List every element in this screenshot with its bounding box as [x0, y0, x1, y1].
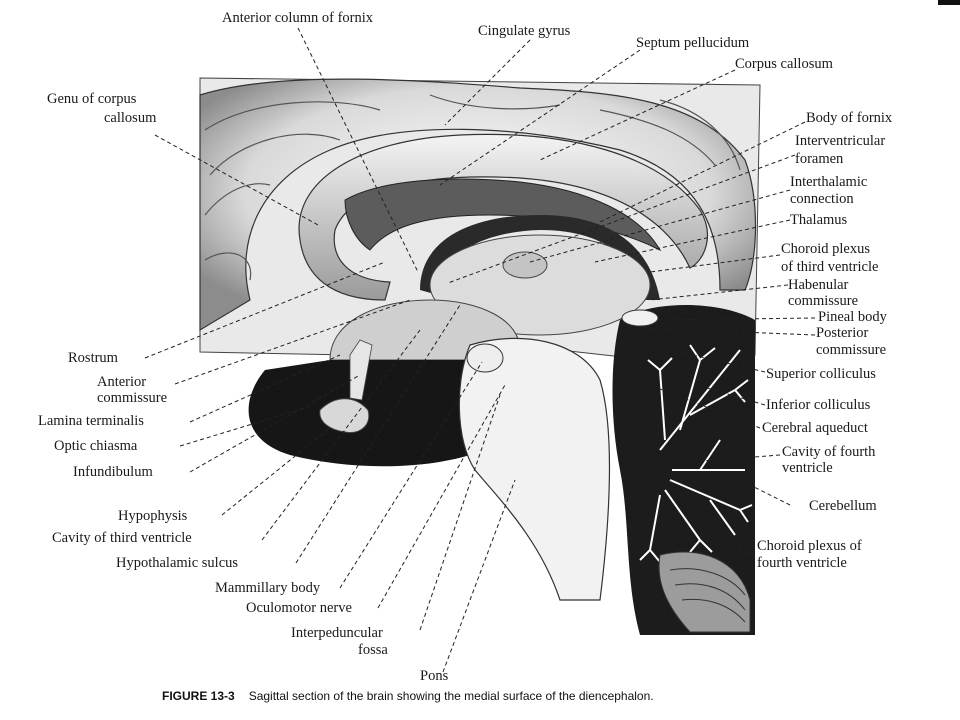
label-lamina-terminalis: Lamina terminalis — [38, 413, 144, 429]
leader-optic-chiasma — [179, 404, 316, 447]
leader-genu — [154, 134, 319, 226]
corner-mark — [938, 0, 960, 5]
label-cavity-fourth-line-1: Cavity of fourth — [782, 444, 876, 460]
leader-infundibulum — [189, 374, 361, 473]
label-mammillary-body: Mammillary body — [215, 580, 321, 596]
label-thalamus: Thalamus — [790, 212, 848, 228]
label-interthalamic-line-1: Interthalamic — [790, 174, 867, 190]
figure-caption-text: Sagittal section of the brain showing th… — [248, 689, 654, 703]
leader-inferior-colliculus — [679, 379, 766, 406]
leader-cerebral-aqueduct — [631, 377, 761, 429]
label-choroid-fourth-line-1: Choroid plexus of — [757, 538, 862, 554]
label-cavity-third: Cavity of third ventricle — [52, 530, 192, 546]
label-oculomotor-nerve: Oculomotor nerve — [246, 600, 352, 616]
leader-interthalamic-connection — [529, 189, 791, 263]
leader-pons — [442, 479, 516, 673]
brain-illustration — [199, 77, 761, 635]
medulla-lines — [669, 568, 746, 623]
leader-interventricular-foramen — [447, 154, 796, 284]
label-interpeduncular-line-2: fossa — [358, 642, 388, 658]
label-optic-chiasma: Optic chiasma — [54, 438, 138, 454]
leader-septum-pellucidum — [439, 49, 641, 186]
figure-number: FIGURE 13-3 — [162, 689, 235, 703]
label-choroid-fourth-line-2: fourth ventricle — [757, 555, 847, 571]
leader-superior-colliculus — [679, 351, 766, 373]
leader-lamina-terminalis — [189, 354, 341, 423]
label-cavity-fourth-line-2: ventricle — [782, 460, 833, 476]
leader-cavity-fourth — [689, 454, 781, 463]
label-habenular-line-2: commissure — [788, 293, 858, 309]
leader-posterior-commissure — [639, 327, 816, 336]
label-rostrum: Rostrum — [68, 350, 119, 366]
labels: Anterior column of fornix Cingulate gyru… — [38, 10, 893, 684]
label-anterior-commissure-line-1: Anterior — [97, 374, 146, 390]
mammillary-shape — [466, 343, 504, 373]
label-cingulate-gyrus: Cingulate gyrus — [478, 23, 571, 39]
medulla-shape — [658, 551, 751, 633]
leader-interpeduncular — [419, 394, 501, 631]
label-choroid-third-line-2: of third ventricle — [781, 259, 878, 275]
leader-lines — [144, 27, 816, 673]
leader-mammillary — [339, 361, 483, 589]
leader-cerebellum — [739, 479, 791, 506]
arbor-vitae — [639, 344, 753, 563]
label-posterior-line-1: Posterior — [816, 325, 869, 341]
infundibulum-shape — [349, 339, 373, 401]
label-inferior-colliculus: Inferior colliculus — [766, 397, 871, 413]
leader-corpus-callosum — [539, 69, 736, 161]
fornix-shape — [420, 215, 660, 300]
label-hypophysis: Hypophysis — [118, 508, 188, 524]
leader-oculomotor — [377, 384, 506, 609]
label-anterior-commissure-line-2: commissure — [97, 390, 167, 406]
septum-shape — [344, 178, 662, 252]
label-pons: Pons — [420, 668, 449, 684]
label-cerebellum: Cerebellum — [809, 498, 877, 514]
label-interventricular-line-2: foramen — [795, 151, 844, 167]
figure-caption: FIGURE 13-3 Sagittal section of the brain… — [162, 689, 654, 703]
gyri-folds — [204, 94, 741, 281]
label-body-of-fornix: Body of fornix — [806, 110, 893, 126]
leader-body-of-fornix — [599, 121, 806, 223]
pineal-shape — [621, 309, 659, 327]
hypophysis-shape — [319, 398, 370, 434]
label-cerebral-aqueduct: Cerebral aqueduct — [762, 420, 868, 436]
label-interventricular-line-1: Interventricular — [795, 133, 885, 149]
leader-hypophysis — [221, 427, 331, 516]
leader-habenular — [649, 284, 789, 301]
leader-hypothalamic-sulcus — [295, 304, 461, 564]
cerebral-cortex — [199, 78, 757, 332]
label-interthalamic-line-2: connection — [790, 191, 854, 207]
leader-rostrum — [144, 261, 386, 359]
leader-choroid-third — [649, 254, 781, 273]
label-pineal-body: Pineal body — [818, 309, 888, 325]
label-superior-colliculus: Superior colliculus — [766, 366, 876, 382]
label-corpus-callosum: Corpus callosum — [735, 56, 834, 72]
leader-thalamus — [594, 219, 791, 263]
label-genu-line-1: Genu of corpus — [47, 91, 137, 107]
label-hypothalamic-sulcus: Hypothalamic sulcus — [116, 555, 238, 571]
label-infundibulum: Infundibulum — [73, 464, 153, 480]
label-anterior-column-of-fornix: Anterior column of fornix — [222, 10, 374, 26]
interthalamic-shape — [502, 251, 548, 279]
leader-anterior-column-of-fornix — [297, 27, 419, 273]
corpus-callosum-shape — [298, 133, 709, 301]
label-genu-line-2: callosum — [104, 110, 157, 126]
leader-cavity-third — [261, 329, 421, 541]
label-interpeduncular-line-1: Interpeduncular — [291, 625, 383, 641]
label-habenular-line-1: Habenular — [788, 277, 849, 293]
leader-cingulate-gyrus — [444, 39, 531, 126]
label-septum-pellucidum: Septum pellucidum — [636, 35, 750, 51]
brainstem-shape — [458, 337, 611, 601]
leader-choroid-fourth — [704, 539, 756, 556]
leader-pineal — [654, 317, 816, 321]
label-posterior-line-2: commissure — [816, 342, 886, 358]
label-choroid-third-line-1: Choroid plexus — [781, 241, 870, 257]
